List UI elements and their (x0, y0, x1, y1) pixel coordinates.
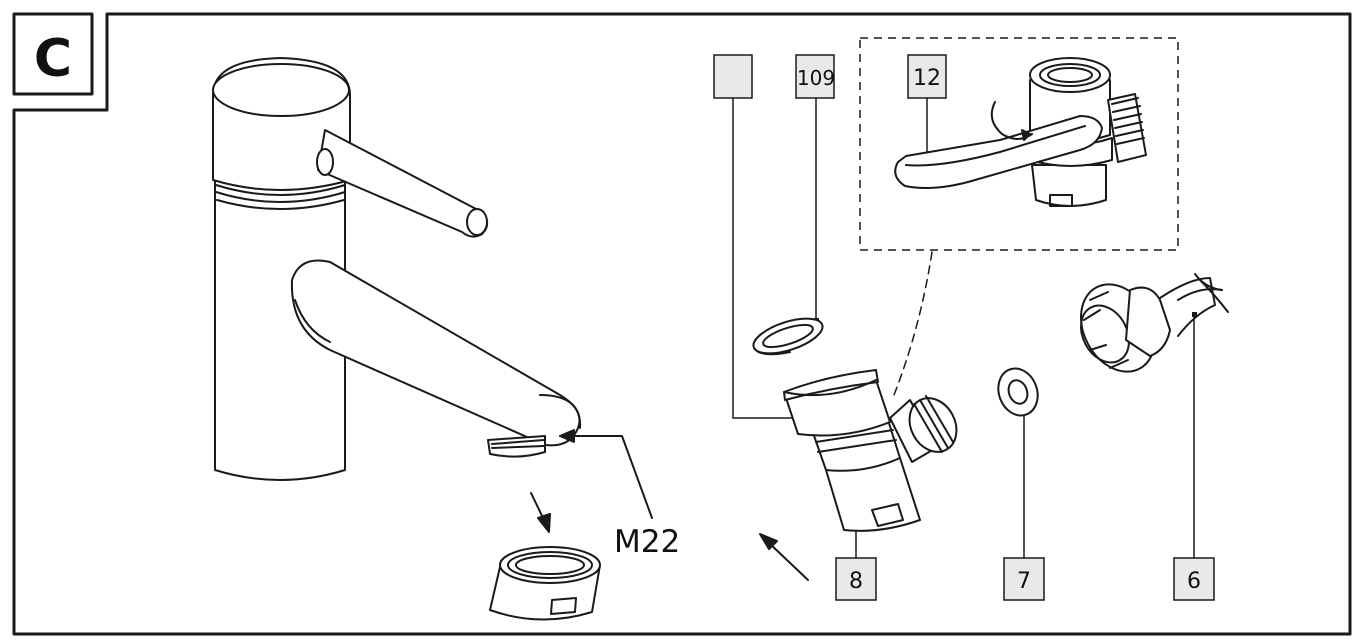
callout-6: 6 (1187, 569, 1201, 594)
callout-box-blank (713, 54, 753, 99)
detail-dashed-connector (891, 251, 933, 401)
callout-box-109 (795, 54, 835, 99)
detail-box-12 (859, 37, 1179, 251)
panel-frame (12, 12, 1352, 636)
callout-8: 8 (849, 569, 863, 594)
leader-lines (732, 97, 1195, 559)
panel-letter: C (34, 29, 72, 89)
m22-label: M22 (614, 524, 680, 560)
callout-7: 7 (1017, 569, 1031, 594)
hose-nut-6 (1080, 273, 1229, 373)
washer-109 (752, 317, 824, 356)
washer-7 (997, 367, 1039, 417)
panel-letter-box (12, 12, 94, 96)
faucet (212, 57, 582, 481)
aerator-arrow (530, 492, 551, 533)
callout-12: 12 (913, 66, 941, 91)
callout-box-12 (907, 54, 947, 99)
diverter-valve-detail (894, 57, 1147, 207)
diverter-8 (783, 369, 958, 532)
aerator (489, 546, 601, 621)
callout-109: 109 (797, 66, 835, 90)
assembly-arrow (759, 533, 809, 581)
m22-leader (559, 429, 653, 519)
